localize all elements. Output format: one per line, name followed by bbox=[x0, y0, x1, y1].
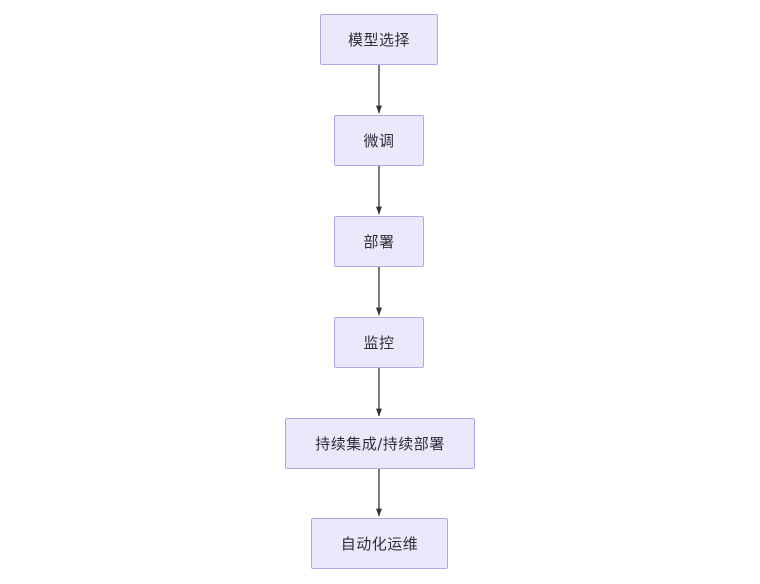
node-label: 自动化运维 bbox=[340, 534, 419, 553]
node-label: 模型选择 bbox=[347, 30, 410, 49]
node-label: 监控 bbox=[363, 333, 395, 352]
flowchart-node-ci-cd[interactable]: 持续集成/持续部署 bbox=[285, 418, 475, 469]
node-label: 微调 bbox=[363, 131, 395, 150]
flowchart-node-model-selection[interactable]: 模型选择 bbox=[320, 14, 438, 65]
flowchart-node-fine-tuning[interactable]: 微调 bbox=[334, 115, 424, 166]
flowchart-node-monitoring[interactable]: 监控 bbox=[334, 317, 424, 368]
flowchart-node-deployment[interactable]: 部署 bbox=[334, 216, 424, 267]
node-label: 持续集成/持续部署 bbox=[315, 434, 445, 453]
flowchart-node-automated-ops[interactable]: 自动化运维 bbox=[311, 518, 448, 569]
node-label: 部署 bbox=[363, 232, 395, 251]
